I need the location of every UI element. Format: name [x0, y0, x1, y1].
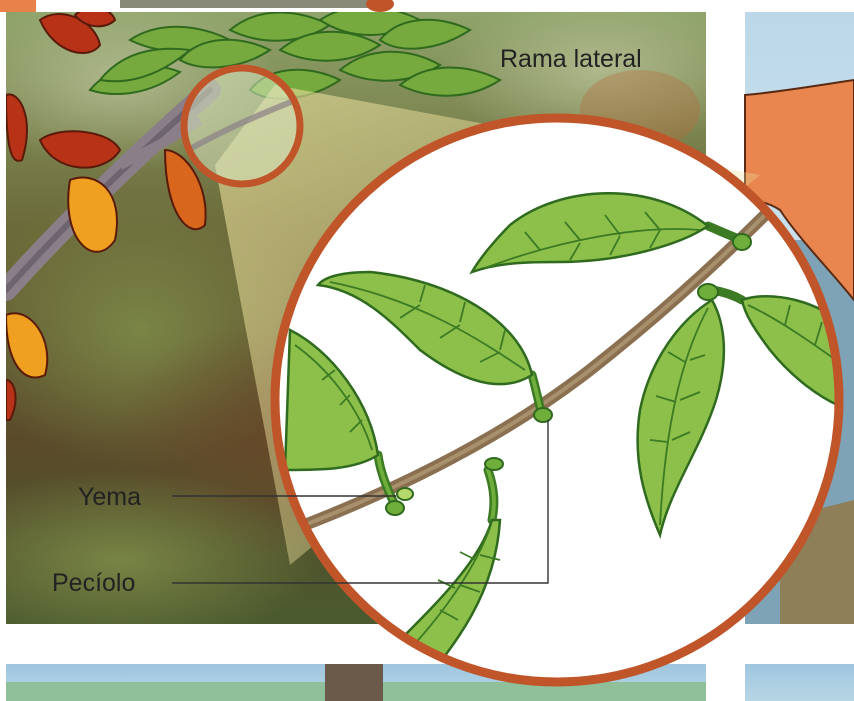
bottom-panels-fragment — [6, 664, 854, 701]
label-bud: Yema — [78, 483, 141, 511]
magnifier-circle — [184, 68, 300, 184]
label-side-branch: Rama lateral — [500, 45, 642, 73]
label-petiole: Pecíolo — [52, 569, 135, 597]
top-edge-fragments — [0, 0, 394, 12]
bud — [397, 488, 413, 500]
